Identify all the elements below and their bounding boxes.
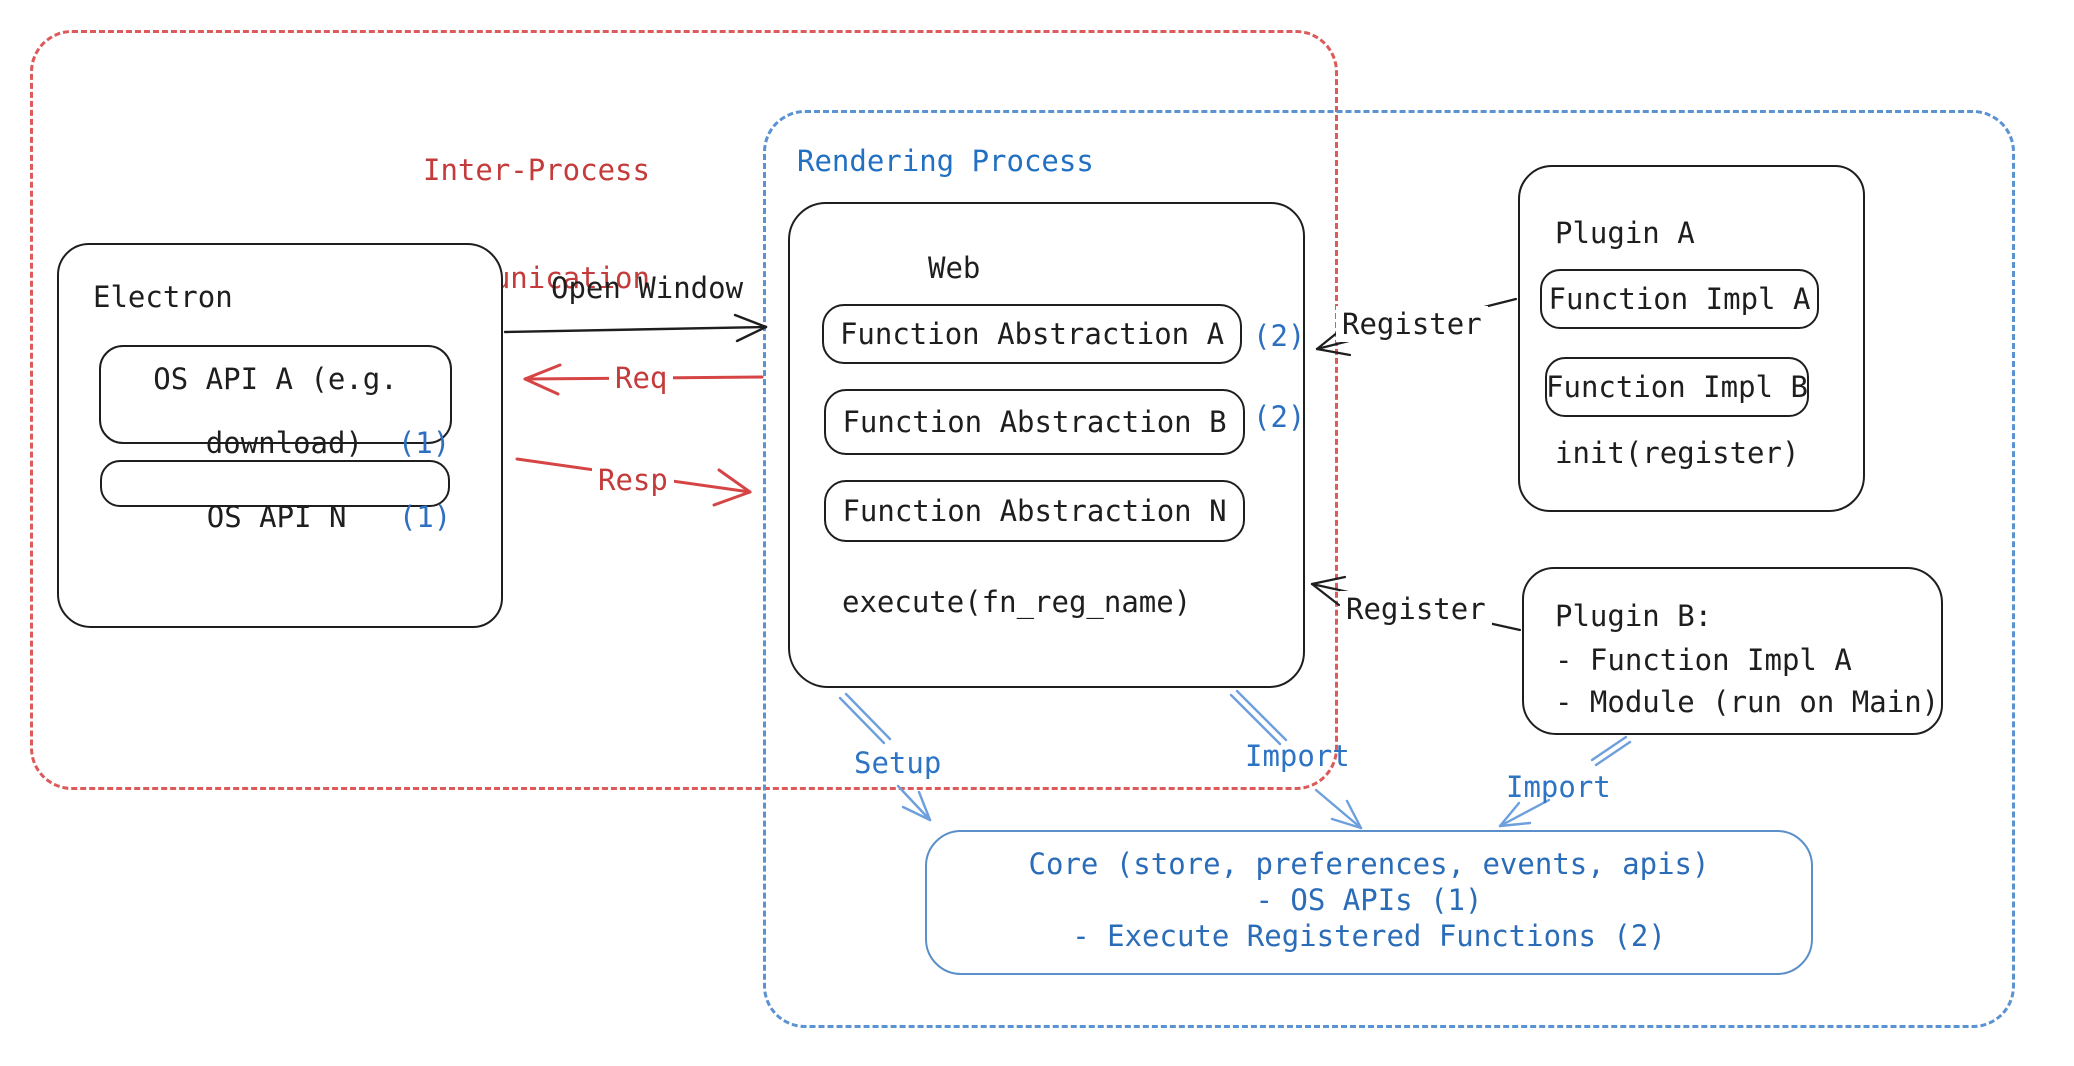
web-title: Web [928,251,981,285]
function-abstraction-b-num: (2) [1253,400,1306,434]
core-line2: - OS APIs (1) [1255,883,1483,917]
ipc-frame-label-line1: Inter-Process [423,153,650,187]
function-abstraction-a-box: Function Abstraction A [822,304,1242,364]
web-box: Web Function Abstraction A Function Abst… [788,202,1305,688]
req-label: Req [609,360,674,396]
execute-label: execute(fn_reg_name) [842,585,1192,619]
function-abstraction-b-label: Function Abstraction B [842,405,1227,439]
init-register-label: init(register) [1555,436,1800,470]
electron-box: Electron OS API A (e.g. download) (1) OS… [57,243,503,628]
function-impl-a-label: Function Impl A [1548,282,1811,316]
plugin-a-title: Plugin A [1555,216,1695,250]
ipc-dashed-frame [30,30,1338,790]
plugin-b-line1: - Function Impl A [1555,643,1852,677]
electron-title: Electron [93,280,233,314]
rendering-process-label: Rendering Process [797,144,1094,178]
import2-label: Import [1506,770,1611,804]
os-api-a-num: (1) [397,426,451,460]
function-impl-b-label: Function Impl B [1546,370,1808,404]
os-api-a-line2: download) (1) [101,395,450,491]
core-line1: Core (store, preferences, events, apis) [1028,847,1710,881]
register2-label: Register [1340,591,1492,627]
register1-label: Register [1336,306,1488,342]
os-api-n-box: OS API N (1) [100,460,451,533]
function-abstraction-n-label: Function Abstraction N [842,494,1227,528]
os-api-n-line: OS API N (1) [102,469,452,565]
core-box: Core (store, preferences, events, apis) … [925,830,1813,975]
function-impl-a-box: Function Impl A [1540,269,1819,329]
setup-label: Setup [854,746,942,780]
os-api-n-text: OS API N [206,500,347,534]
function-abstraction-a-num: (2) [1253,319,1306,353]
os-api-a-line1: OS API A (e.g. [153,362,398,396]
plugin-b-box: Plugin B: - Function Impl A - Module (ru… [1522,567,1943,735]
rendering-process-dashed-frame [763,110,2015,1028]
function-abstraction-a-label: Function Abstraction A [839,317,1225,351]
import1-label: Import [1245,739,1350,773]
os-api-a-line2-text: download) [205,426,363,460]
function-abstraction-n-box: Function Abstraction N [824,480,1245,542]
os-api-n-num: (1) [398,500,452,534]
plugin-b-title: Plugin B: [1555,599,1713,633]
function-impl-b-box: Function Impl B [1545,357,1809,417]
open-window-label: Open Window [551,271,744,305]
function-abstraction-b-box: Function Abstraction B [824,389,1245,455]
plugin-b-line2: - Module (run on Main) [1555,685,1940,719]
os-api-a-box: OS API A (e.g. download) (1) [99,345,452,459]
core-line3: - Execute Registered Functions (2) [1072,919,1666,953]
plugin-a-box: Plugin A Function Impl A Function Impl B… [1518,165,1865,512]
resp-label: Resp [592,462,674,498]
